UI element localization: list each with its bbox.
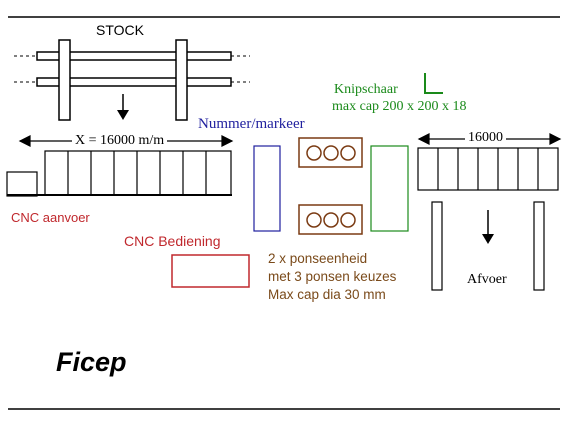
shear-unit: [370, 145, 409, 232]
infeed-drive-unit: [6, 171, 38, 197]
shear-label: Knipschaar: [334, 82, 398, 97]
marking-label: Nummer/markeer: [198, 116, 305, 132]
infeed-roller-bed: [44, 150, 232, 196]
punch-circle-icon: [340, 212, 356, 228]
stock-rack: [14, 39, 250, 121]
cnc-control-label: CNC Bediening: [124, 233, 221, 249]
punch-circle-icon: [323, 145, 339, 161]
outfeed-length-label: 16000: [465, 131, 506, 145]
punch-unit-bottom: [298, 204, 363, 235]
outfeed-rail-left: [431, 201, 443, 291]
cnc-infeed-conveyor: [6, 150, 232, 197]
x-length-label: X = 16000 m/m: [72, 134, 168, 148]
punch-circle-icon: [306, 212, 322, 228]
marking-unit: [253, 145, 281, 232]
stock-post-left: [58, 39, 71, 121]
punch-info-line-3: Max cap dia 30 mm: [268, 287, 386, 302]
shear-angle-profile-icon: [424, 73, 443, 94]
outfeed-label: Afvoer: [467, 272, 507, 287]
punch-circle-icon: [323, 212, 339, 228]
punch-info-line-1: 2 x ponseenheid: [268, 251, 368, 266]
outfeed-rail-right: [533, 201, 545, 291]
shear-capacity-label: max cap 200 x 200 x 18: [332, 99, 467, 114]
punch-unit-top: [298, 137, 363, 168]
stock-post-right: [175, 39, 188, 121]
cnc-control-console: [171, 254, 250, 288]
brand-logo: Ficep: [56, 347, 127, 377]
punch-circle-icon: [306, 145, 322, 161]
cnc-feed-label: CNC aanvoer: [11, 210, 90, 225]
stock-down-arrow-icon: [117, 94, 129, 120]
outfeed-conveyor: [417, 147, 559, 291]
stock-label: STOCK: [96, 22, 144, 38]
punch-info-line-2: met 3 ponsen keuzes: [268, 269, 397, 284]
punch-circle-icon: [340, 145, 356, 161]
outfeed-down-arrow-icon: [482, 210, 494, 244]
